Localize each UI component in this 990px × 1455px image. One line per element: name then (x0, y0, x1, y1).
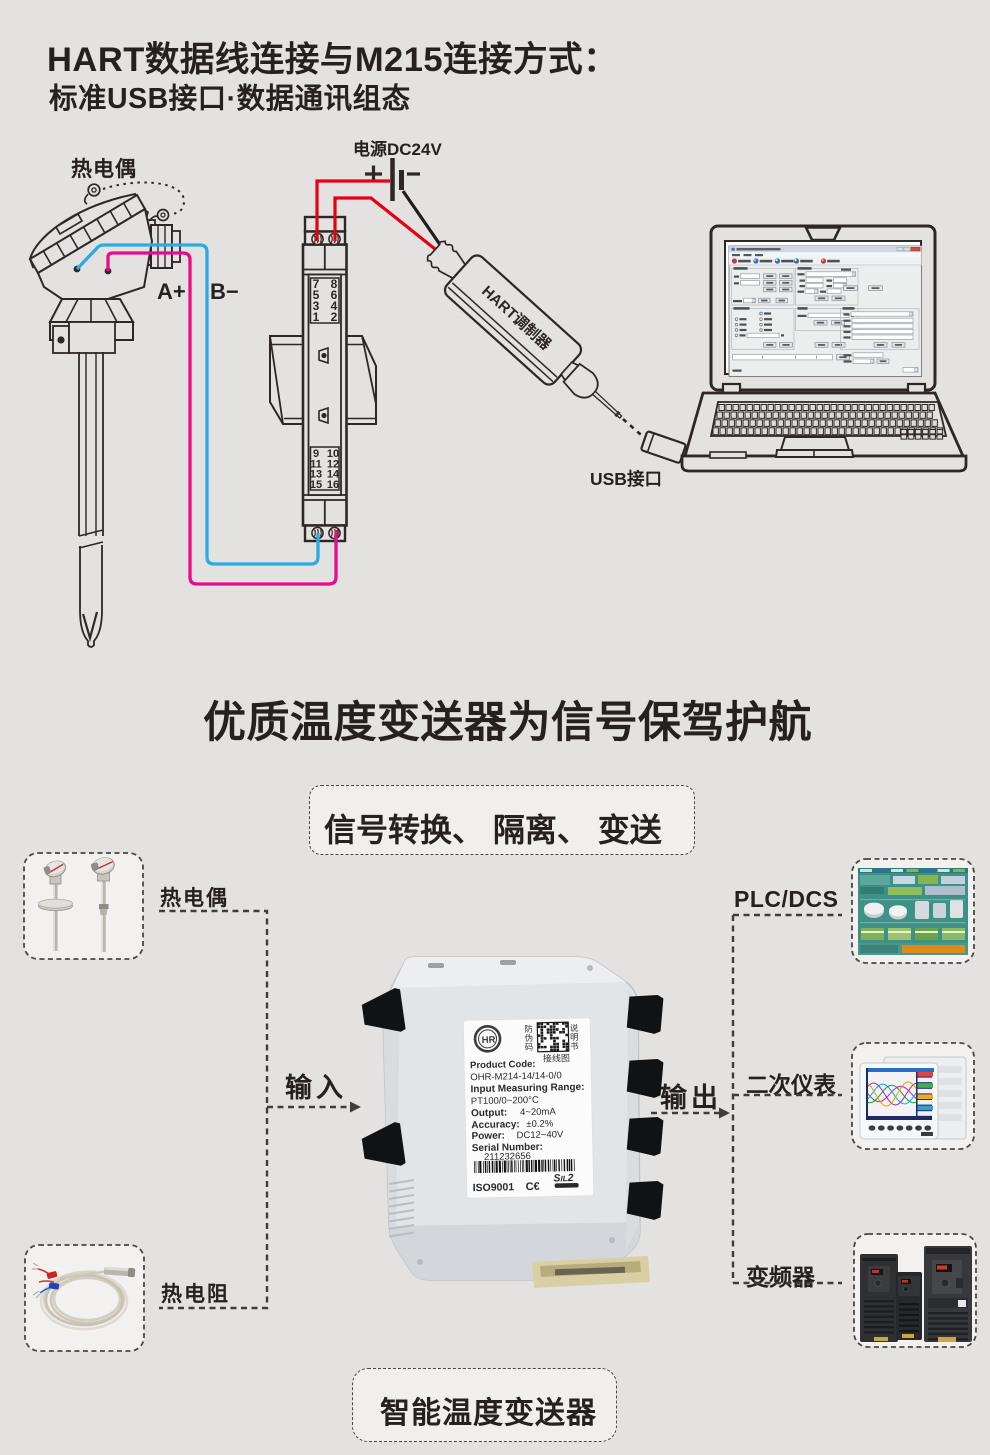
svg-text:Serial Number:: Serial Number: (472, 1142, 543, 1154)
svg-text:4~20mA: 4~20mA (520, 1106, 557, 1118)
svg-text:15: 15 (310, 479, 322, 491)
svg-text:Output:: Output: (471, 1107, 507, 1119)
svg-text:明: 明 (570, 1032, 579, 1042)
svg-text:伪: 伪 (524, 1033, 533, 1043)
svg-text:PT100/0~200°C: PT100/0~200°C (471, 1095, 539, 1107)
svg-text:6: 6 (331, 288, 338, 302)
svg-text:接线图: 接线图 (543, 1052, 570, 1064)
svg-text:4: 4 (331, 299, 338, 313)
svg-text:Power:: Power: (471, 1130, 505, 1142)
svg-text:Accuracy:: Accuracy: (471, 1119, 520, 1131)
svg-text:ISO9001: ISO9001 (473, 1181, 515, 1194)
svg-text:C€: C€ (526, 1181, 540, 1193)
svg-text:Product Code:: Product Code: (470, 1059, 536, 1071)
svg-text:3: 3 (313, 299, 320, 313)
svg-text:防: 防 (524, 1024, 533, 1034)
svg-text:11: 11 (310, 458, 322, 470)
svg-text:书: 书 (570, 1041, 579, 1051)
svg-text:HR: HR (482, 1035, 496, 1046)
svg-text:Input Measuring Range:: Input Measuring Range: (470, 1082, 584, 1095)
svg-text:13: 13 (310, 469, 322, 481)
svg-text:16: 16 (327, 479, 339, 491)
svg-text:14: 14 (327, 469, 340, 481)
svg-text:码: 码 (525, 1042, 534, 1052)
svg-text:±0.2%: ±0.2% (526, 1118, 554, 1130)
svg-text:2: 2 (331, 310, 338, 324)
svg-text:DC12~40V: DC12~40V (516, 1129, 564, 1141)
svg-text:SIL2: SIL2 (553, 1172, 573, 1184)
svg-text:1: 1 (313, 310, 320, 324)
svg-text:说: 说 (570, 1023, 579, 1033)
svg-text:12: 12 (327, 458, 339, 470)
svg-text:5: 5 (313, 288, 320, 302)
svg-text:7: 7 (313, 277, 320, 291)
svg-text:9: 9 (313, 448, 319, 460)
svg-text:211232656: 211232656 (484, 1151, 531, 1163)
svg-text:OHR-M214-14/14-0/0: OHR-M214-14/14-0/0 (470, 1070, 562, 1083)
svg-text:10: 10 (327, 448, 339, 460)
svg-text:8: 8 (331, 277, 338, 291)
